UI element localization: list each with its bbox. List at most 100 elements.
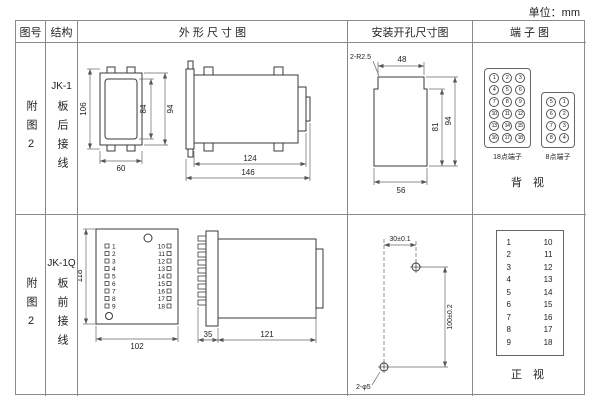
jk1q-front-dim-lines <box>83 228 179 342</box>
terminal-point: 15 <box>515 120 525 131</box>
terminal-left-number: 1 <box>506 237 511 247</box>
dim-94-mounting: 94 <box>444 116 453 125</box>
dim-81: 81 <box>431 122 440 131</box>
svg-text:11: 11 <box>158 251 165 258</box>
terminal-pair-list: 1 10 2 11 3 12 4 13 5 14 6 15 <box>495 229 564 356</box>
row2-model-label: JK-1Q <box>47 258 76 269</box>
header-fig-no: 图号 <box>16 21 46 43</box>
terminal-pair-row: 9 18 <box>506 337 553 347</box>
dim-56: 56 <box>397 186 406 195</box>
svg-text:16: 16 <box>158 289 166 296</box>
dim-124: 124 <box>243 154 257 163</box>
terminal-right-number: 12 <box>543 262 553 272</box>
row1-mounting-cell: 2-R2.5 48 81 94 56 <box>348 43 473 215</box>
terminal-point: 18 <box>515 132 525 143</box>
row1-fig-no-text: 附图2 <box>25 99 37 158</box>
terminal-left-number: 4 <box>506 275 511 284</box>
terminal-point: 17 <box>502 132 512 143</box>
svg-text:9: 9 <box>112 304 116 311</box>
terminal-right-number: 11 <box>544 250 553 259</box>
jk1-side-view-dim-lines <box>185 123 311 181</box>
terminal-right-number: 15 <box>543 300 553 309</box>
terminal-point: 8 <box>546 132 556 143</box>
svg-text:14: 14 <box>158 274 166 281</box>
outline-drawing-jk1: 106 84 94 60 <box>79 60 311 181</box>
dim-118: 118 <box>78 269 84 282</box>
jk1q-side-dim-lines <box>197 307 317 343</box>
dim-94-outline: 94 <box>166 104 175 113</box>
jk1-front-view-shape <box>99 66 143 152</box>
row2-outline-cell: 1 2 3 4 5 6 7 8 9 10 11 12 13 14 15 16 1… <box>78 215 348 396</box>
terminal-left-number: 2 <box>506 250 511 259</box>
dim-146: 146 <box>241 168 255 177</box>
terminal-point: 13 <box>489 120 499 131</box>
terminal-point: 10 <box>489 108 499 119</box>
row1-model-label: JK-1 <box>51 81 72 92</box>
svg-text:17: 17 <box>158 296 166 303</box>
terminal-diagram-jk1q: 1 10 2 11 3 12 4 13 5 14 6 15 <box>473 215 586 396</box>
rear-view-label: 背 视 <box>510 176 549 189</box>
row2-fig-no-text: 附图2 <box>25 276 37 335</box>
svg-text:18: 18 <box>158 304 166 311</box>
terminal-pair-row: 6 15 <box>507 301 553 309</box>
svg-text:13: 13 <box>158 266 166 273</box>
svg-text:2: 2 <box>112 251 116 258</box>
terminal-pair-row: 8 17 <box>507 326 553 334</box>
terminal-point: 2 <box>559 108 569 119</box>
header-structure: 结构 <box>46 21 78 43</box>
terminal-point: 3 <box>515 72 525 83</box>
row2-mounting-cell: 30±0.1 100±0.2 2-φ5 <box>348 215 473 396</box>
dim-60: 60 <box>117 164 126 173</box>
terminal-point: 7 <box>489 96 499 107</box>
dim-35: 35 <box>204 330 213 339</box>
svg-text:8: 8 <box>112 296 116 303</box>
terminal-left-number: 8 <box>506 325 511 334</box>
row2-fig-no: 附图2 <box>16 215 46 396</box>
dim-48: 48 <box>398 55 407 64</box>
svg-text:10: 10 <box>158 244 166 251</box>
mounting-drawing-jk1: 2-R2.5 48 81 94 56 <box>350 54 458 195</box>
svg-text:15: 15 <box>158 281 166 288</box>
terminal-right-number: 10 <box>543 237 553 247</box>
terminal-pair-row: 2 11 <box>507 251 553 259</box>
terminal-point: 16 <box>489 132 499 143</box>
terminal-18-label: 18点端子 <box>493 153 522 161</box>
jk1q-terminal-numbers: 1 2 3 4 5 6 7 8 9 10 11 12 13 14 15 16 1… <box>112 244 165 311</box>
svg-text:3: 3 <box>112 259 116 266</box>
svg-text:7: 7 <box>112 289 116 296</box>
terminal-pair-row: 1 10 <box>506 237 553 247</box>
terminal-point: 6 <box>515 84 525 95</box>
jk1q-side-view-shape <box>197 230 324 327</box>
row1-fig-no: 附图2 <box>16 43 46 215</box>
terminal-pair-row: 7 16 <box>507 313 553 322</box>
row1-outline-cell: 106 84 94 60 <box>78 43 348 215</box>
terminal-point: 4 <box>489 84 499 95</box>
mounting-drawing-jk1q: 30±0.1 100±0.2 2-φ5 <box>356 236 454 391</box>
terminal-right-number: 14 <box>543 287 553 297</box>
dim-84: 84 <box>139 104 148 113</box>
terminal-left-number: 5 <box>506 287 511 297</box>
dim-121: 121 <box>260 330 274 339</box>
dim-100: 100±0.2 <box>447 304 454 329</box>
svg-text:12: 12 <box>158 259 166 266</box>
header-outline: 外 形 尺 寸 图 <box>78 21 348 43</box>
unit-label: 单位：mm <box>528 7 580 19</box>
terminal-point: 14 <box>502 120 512 131</box>
terminal-point: 5 <box>546 96 556 107</box>
terminal-point: 8 <box>502 96 512 107</box>
dim-30: 30±0.1 <box>389 236 410 243</box>
terminal-left-number: 3 <box>506 262 511 272</box>
jk1q-mounting-holes <box>378 261 422 373</box>
svg-text:6: 6 <box>112 281 116 288</box>
jk1-front-view-dim-lines <box>87 68 168 164</box>
terminal-right-number: 17 <box>543 325 553 334</box>
radius-label: 2-R2.5 <box>350 54 371 61</box>
terminal-point: 7 <box>546 120 556 131</box>
terminal-left-number: 9 <box>506 337 511 347</box>
row1-wiring-label: 板后接线 <box>56 100 68 176</box>
row2-wiring-label: 板前接线 <box>56 277 68 353</box>
terminal-point: 6 <box>546 108 556 119</box>
